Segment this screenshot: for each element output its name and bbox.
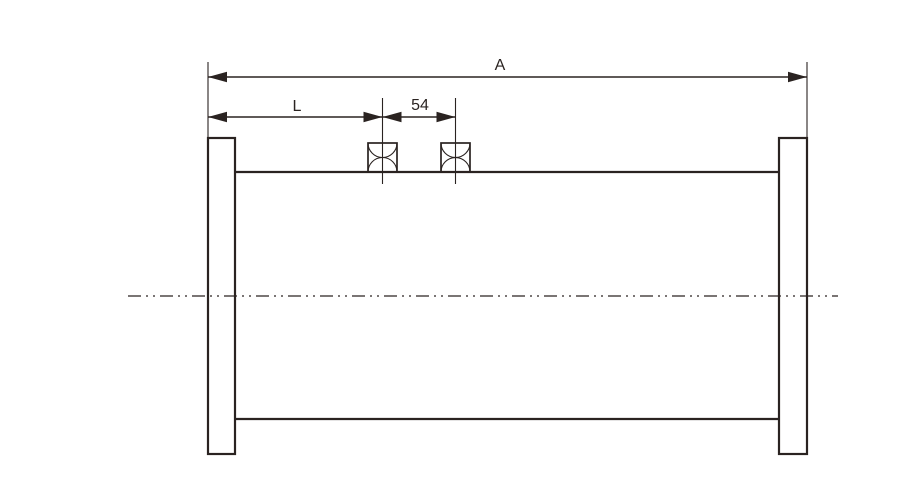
dimension-l-arrow-right [363, 111, 383, 123]
arrowheads [208, 71, 807, 123]
nozzle-2 [440, 98, 471, 184]
nozzle-1 [367, 98, 398, 184]
dimension-l-label: L [293, 98, 302, 115]
dimension-a-arrow-right [788, 71, 807, 83]
dimension-a-arrow-left [208, 71, 227, 83]
drawing-root: A L 54 [128, 57, 838, 456]
dimension-54-label: 54 [411, 97, 429, 114]
dimension-54-arrow-right [436, 111, 456, 123]
dimension-54-arrow-left [382, 111, 402, 123]
dimension-labels: A L 54 [293, 57, 506, 115]
dimension-a-label: A [495, 57, 506, 74]
dimension-l-arrow-left [208, 111, 227, 123]
